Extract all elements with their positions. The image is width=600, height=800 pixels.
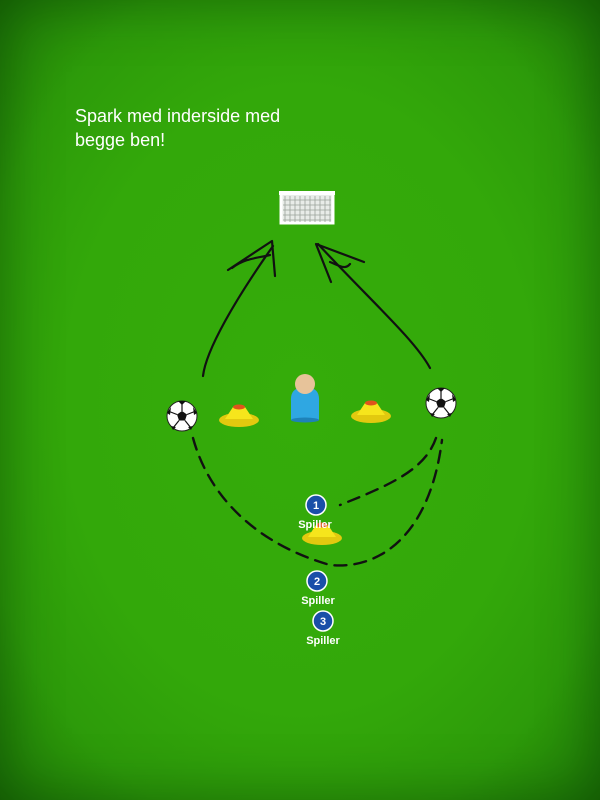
player-number: 1 bbox=[313, 500, 319, 512]
instruction-text: Spark med inderside med begge ben! bbox=[75, 106, 281, 150]
cone-icon bbox=[351, 400, 391, 423]
run-path-right bbox=[338, 436, 438, 507]
player-label: Spiller bbox=[306, 635, 340, 647]
player-label: Spiller bbox=[301, 595, 335, 607]
soccer-ball-icon bbox=[166, 400, 198, 432]
player-marker-1[interactable]: 1 Spiller bbox=[298, 494, 333, 531]
arrowhead-left bbox=[226, 239, 277, 278]
goal-icon bbox=[279, 191, 335, 225]
player-marker-3[interactable]: 3 Spiller bbox=[306, 610, 341, 647]
shot-arrow-right bbox=[316, 242, 432, 370]
player-label: Spiller bbox=[298, 519, 332, 531]
cone-icon bbox=[219, 404, 259, 427]
run-path-left bbox=[191, 436, 444, 567]
arrowhead-right bbox=[314, 242, 366, 284]
player-number: 3 bbox=[320, 616, 326, 628]
coach-icon bbox=[290, 374, 320, 423]
player-marker-2[interactable]: 2 Spiller bbox=[301, 570, 336, 607]
shot-arrow-left bbox=[201, 244, 275, 378]
cone-icon bbox=[302, 522, 342, 545]
soccer-ball-icon bbox=[425, 387, 457, 419]
player-number: 2 bbox=[314, 576, 320, 588]
